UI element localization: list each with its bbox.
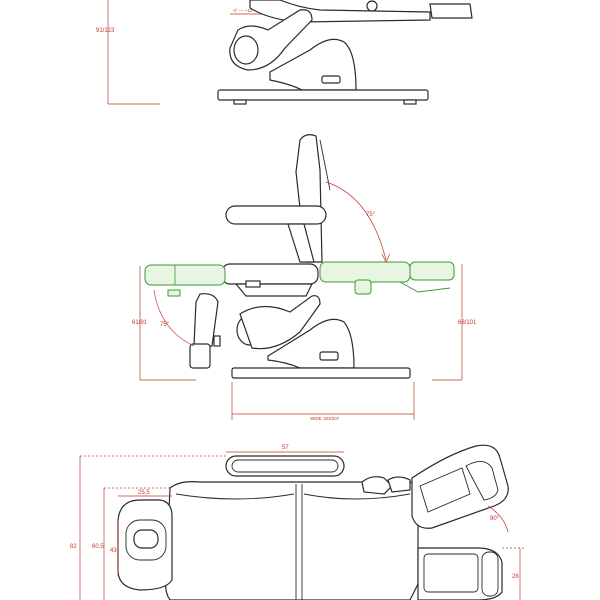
top-leg-part — [429, 3, 473, 19]
backrest-angle-label: 75° — [366, 212, 376, 218]
plan-face-hole-outer — [125, 519, 167, 561]
green-handle-left — [167, 289, 181, 297]
footrest-rotated-end — [465, 461, 499, 501]
plan-view: 57 25,5 82 60,5 43 90° — [70, 444, 524, 600]
total-height-label: 82 — [70, 544, 77, 550]
top-pedal — [321, 75, 341, 84]
top-range-label: -4° — +12° — [232, 8, 254, 13]
right-height-label: 68/101 — [458, 320, 477, 326]
green-leg-section — [319, 261, 411, 283]
left-height-label: 61/91 — [132, 320, 148, 326]
foot-width-label: 28 — [512, 574, 519, 580]
plan-footrest-rotated — [411, 444, 509, 529]
headrest-width-label: 25,5 — [138, 490, 150, 496]
plan-mech-right — [387, 476, 411, 493]
plan-armrest-inner — [231, 459, 339, 473]
plan-mech-left — [361, 476, 393, 495]
foot-angle-label: 90° — [490, 516, 500, 522]
green-foot-section — [409, 261, 455, 281]
armrest-support — [287, 223, 315, 263]
backrest-angle-arc — [325, 181, 387, 261]
side-view: 75° 75° 61/91 68/101 WIDE 183/207 — [132, 134, 477, 421]
plan-seat-curve — [303, 493, 411, 500]
green-head-section — [144, 264, 226, 286]
base-width-label: WIDE 183/207 — [310, 416, 340, 421]
legrest-clip — [213, 335, 221, 347]
seat-handle — [245, 280, 261, 288]
leg-angle-label: 75° — [160, 322, 170, 328]
seat-cushion — [221, 263, 319, 285]
leg-angle-arc — [153, 289, 195, 347]
top-height-label: 91/123 — [96, 28, 115, 34]
armrest-width-label: 57 — [282, 445, 289, 451]
plan-armrest — [225, 455, 345, 477]
top-lever-pivot — [233, 35, 259, 65]
plan-footrest-lower-end — [481, 551, 499, 597]
footrest-rotated-body — [411, 444, 509, 529]
foot-angle-arc — [487, 505, 509, 533]
top-foot-left — [233, 99, 247, 105]
backrest-angle-arrow — [381, 253, 391, 263]
green-mechanism — [354, 279, 372, 295]
top-base-plate — [217, 89, 429, 101]
side-pedal — [319, 351, 339, 361]
top-knob-icon — [366, 0, 378, 12]
plan-footrest-lower-inner — [423, 553, 479, 593]
plan-body — [164, 481, 419, 600]
green-leg-link — [399, 281, 451, 293]
top-seat-bottom — [249, 0, 431, 23]
backrest-rail — [319, 139, 331, 191]
head-height-label: 60,5 — [92, 544, 104, 550]
armrest — [225, 205, 327, 225]
side-lever-arm — [239, 295, 321, 350]
footrest-down — [189, 343, 211, 369]
head-inner-label: 43 — [110, 548, 117, 554]
side-base-plate — [231, 367, 411, 379]
footrest-rotated-pad — [419, 467, 471, 513]
plan-back-curve — [175, 493, 295, 500]
top-foot-right — [403, 99, 417, 105]
top-view: 91/123 -4° — +12° — [96, 0, 473, 105]
plan-face-hole — [133, 529, 159, 549]
